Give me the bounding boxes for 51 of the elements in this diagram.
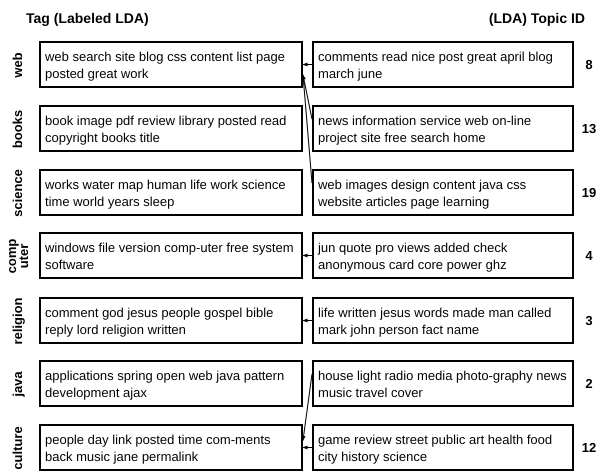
tag-label: web bbox=[9, 50, 26, 80]
topic-id: 2 bbox=[584, 376, 594, 390]
tag-label: science bbox=[9, 170, 26, 214]
topic-word-box bbox=[312, 232, 574, 279]
topic-words: house light radio media photo-graphy news music travel cover bbox=[318, 366, 568, 400]
topic-words: comments read nice post great april blog march june bbox=[318, 48, 554, 82]
topic-id: 3 bbox=[584, 312, 594, 328]
tag-label: religion bbox=[9, 298, 26, 342]
arrow bbox=[302, 446, 312, 450]
arrow bbox=[302, 374, 312, 441]
topic-word-box bbox=[39, 424, 303, 471]
topic-id: 4 bbox=[584, 248, 594, 262]
topic-word-box bbox=[312, 297, 574, 344]
topic-words: web search site blog css content list page posted great work bbox=[45, 48, 286, 82]
column-heading: (LDA) Topic ID bbox=[488, 10, 585, 26]
topic-word-box bbox=[39, 105, 303, 152]
topic-word-box bbox=[312, 424, 574, 471]
topic-words: news information service web on-line project site free search home bbox=[318, 112, 532, 146]
topic-words: book image pdf review library posted read copyright books title bbox=[45, 112, 288, 146]
arrow bbox=[302, 254, 312, 258]
topic-words: web images design content java css website articles page learning bbox=[318, 176, 528, 210]
tag-label: culture bbox=[9, 426, 26, 470]
topic-words: windows file version comp-uter free system software bbox=[45, 238, 295, 272]
topic-words: works water map human life work science time world years sleep bbox=[45, 176, 287, 210]
topic-word-box bbox=[39, 232, 303, 279]
topic-id: 12 bbox=[580, 440, 597, 454]
topic-words: game review street public art health food city history science bbox=[318, 430, 554, 464]
topic-word-box bbox=[312, 41, 574, 88]
topic-words: life written jesus words made man called mark john person fact name bbox=[318, 304, 552, 338]
topic-id: 8 bbox=[584, 56, 594, 72]
arrow bbox=[302, 318, 312, 322]
topic-word-box bbox=[39, 169, 303, 216]
tag-label: java bbox=[9, 370, 26, 399]
topic-id: 13 bbox=[580, 120, 597, 136]
topic-word-box bbox=[39, 297, 303, 344]
topic-word-box bbox=[39, 41, 303, 88]
topic-word-box bbox=[312, 360, 574, 407]
topic-words: people day link posted time com-ments back music jane permalink bbox=[45, 430, 272, 464]
tag-label: books bbox=[9, 108, 26, 150]
tag-label: comp uter bbox=[6, 237, 30, 275]
topic-words: comment god jesus people gospel bible reply lord religion written bbox=[45, 304, 274, 338]
topic-word-box bbox=[39, 360, 303, 407]
topic-id: 19 bbox=[580, 184, 597, 200]
arrow bbox=[301, 74, 312, 184]
column-heading: Tag (Labeled LDA) bbox=[26, 10, 149, 26]
topic-words: jun quote pro views added check anonymous card core power ghz bbox=[318, 238, 508, 272]
arrow bbox=[302, 62, 312, 66]
topic-word-box bbox=[312, 169, 574, 216]
topic-words: applications spring open web java pattern development ajax bbox=[45, 366, 286, 400]
arrow bbox=[302, 74, 312, 120]
topic-word-box bbox=[312, 105, 574, 152]
